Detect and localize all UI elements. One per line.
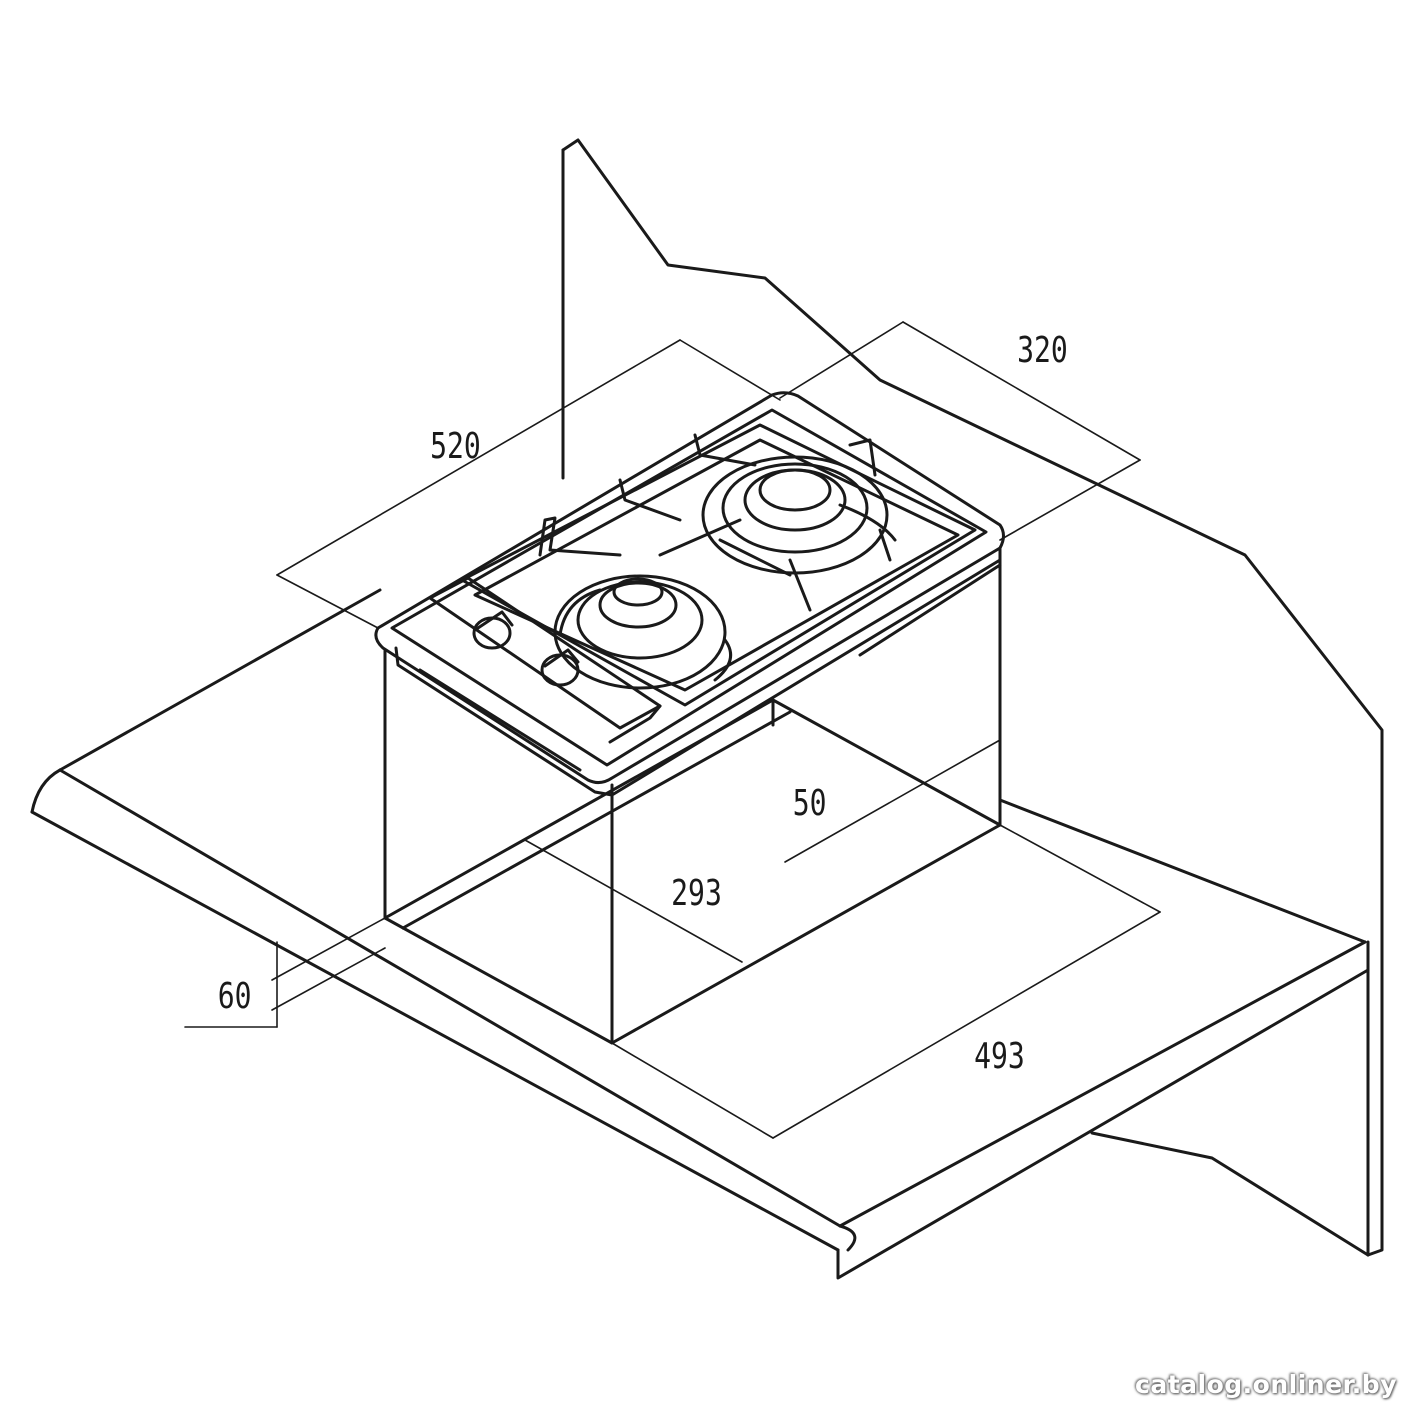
watermark: catalog.onliner.by — [1135, 1370, 1397, 1399]
small-burner — [553, 574, 733, 690]
dimension-label-depth-total: 320 — [1017, 329, 1068, 371]
countertop — [30, 588, 1370, 1280]
dimension-label-cutout-depth: 293 — [671, 872, 722, 914]
large-burner — [701, 455, 897, 577]
back-wall — [561, 138, 1384, 1257]
gas-hob — [374, 391, 1005, 797]
dimension-label-depth-below-top: 50 — [793, 782, 827, 824]
dimension-label-width-total: 520 — [430, 425, 481, 467]
control-knobs — [472, 610, 580, 687]
dimension-label-countertop-thickness: 60 — [218, 975, 252, 1017]
cutout-box — [383, 558, 1002, 1045]
dimension-lines — [184, 321, 1161, 1139]
dimension-label-cutout-width: 493 — [974, 1035, 1025, 1077]
